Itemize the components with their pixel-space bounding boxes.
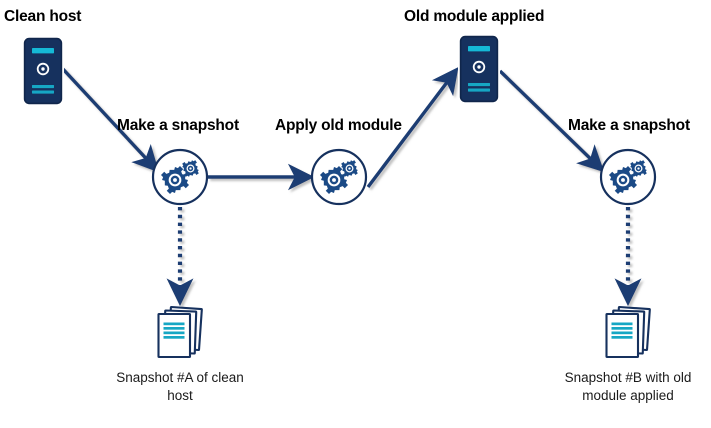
label-clean-host: Clean host: [4, 8, 82, 25]
caption-snapshot-b-line2: module applied: [582, 387, 674, 403]
gears-circle-icon-snapshot-a: [151, 148, 209, 206]
caption-snapshot-b-line1: Snapshot #B with old: [564, 370, 692, 385]
gears-circle-icon: [310, 148, 368, 206]
caption-snapshot-a: Snapshot #A of clean host: [80, 369, 280, 405]
document-stack-icon-snapshot-a: [150, 303, 210, 363]
document-stack-icon-snapshot-b: [598, 303, 658, 363]
gears-circle-icon: [151, 148, 209, 206]
caption-snapshot-a-line1: Snapshot #A of clean: [116, 370, 244, 385]
label-old-module-applied: Old module applied: [404, 8, 545, 25]
document-stack-icon: [157, 305, 203, 359]
document-stack-icon: [605, 305, 651, 359]
gears-circle-icon-snapshot-b: [599, 148, 657, 206]
caption-snapshot-a-line2: host: [167, 387, 193, 403]
gears-circle-icon: [599, 148, 657, 206]
edge-label-make-snapshot-right: Make a snapshot: [568, 117, 690, 134]
server-icon-old-module: [458, 34, 500, 104]
server-icon: [458, 34, 500, 104]
edge-label-make-snapshot-left: Make a snapshot: [117, 117, 239, 134]
edge-label-apply-old-module: Apply old module: [275, 117, 402, 134]
gears-circle-icon-apply-module: [310, 148, 368, 206]
server-icon: [22, 36, 64, 106]
caption-snapshot-b: Snapshot #B with old module applied: [528, 369, 711, 405]
server-icon-clean-host: [22, 36, 64, 106]
